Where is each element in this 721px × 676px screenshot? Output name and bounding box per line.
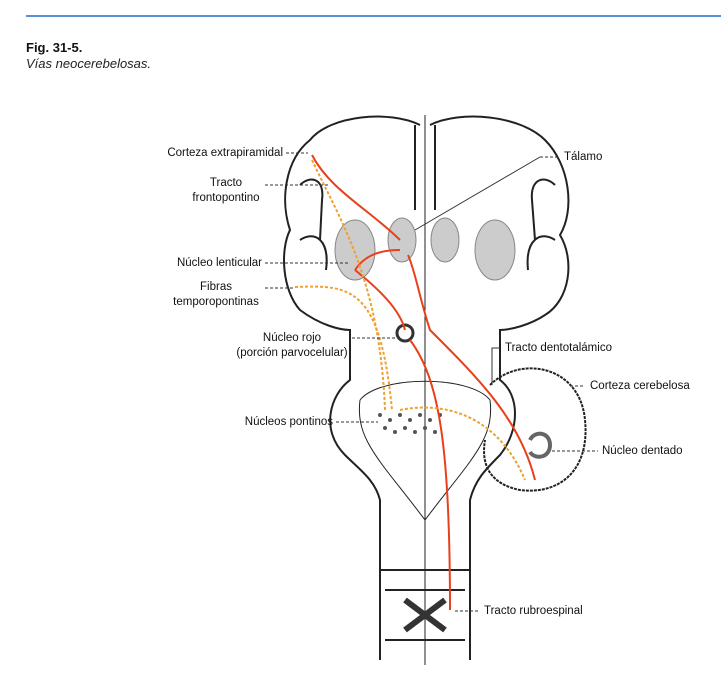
thalamus-right bbox=[430, 217, 460, 263]
gyrus-right bbox=[526, 178, 556, 271]
pathway-dentatothalamic bbox=[407, 254, 536, 481]
dentate-nucleus bbox=[528, 431, 553, 459]
pathway-thalamus-lenticular bbox=[354, 249, 406, 331]
brainstem-outline bbox=[329, 330, 516, 570]
label-corteza-cerebelosa: Corteza cerebelosa bbox=[590, 380, 690, 392]
label-tracto-dentotalamico: Tracto dentotalámico bbox=[505, 342, 612, 354]
label-corteza-extrapiramidal: Corteza extrapiramidal bbox=[167, 147, 283, 159]
header-rule bbox=[26, 15, 721, 17]
figure-number: Fig. 31-5. bbox=[26, 40, 83, 55]
label-tracto-rubroespinal: Tracto rubroespinal bbox=[484, 605, 583, 617]
gyrus-left bbox=[299, 178, 328, 271]
cross-section-butterfly bbox=[403, 597, 447, 633]
label-line: Tracto bbox=[209, 177, 243, 189]
label-line: (porción parvocelular) bbox=[236, 347, 348, 359]
lenticular-nucleus-left bbox=[334, 219, 376, 281]
label-line: temporopontinas bbox=[173, 296, 259, 308]
label-line: Núcleo rojo bbox=[262, 332, 322, 344]
label-nucleo-rojo: Núcleo rojo (porción parvocelular) bbox=[232, 331, 352, 361]
pathway-frontopontine bbox=[311, 159, 386, 411]
cerebellum bbox=[483, 367, 587, 492]
fissure bbox=[414, 125, 436, 210]
label-talamo: Tálamo bbox=[564, 151, 603, 163]
red-nucleus bbox=[395, 323, 415, 343]
thalamus-left bbox=[387, 217, 417, 263]
label-line: Fibras bbox=[200, 281, 232, 293]
cerebrum-outline bbox=[283, 115, 570, 360]
lenticular-nucleus-right bbox=[474, 219, 516, 281]
label-tracto-frontopontino: Tracto frontopontino bbox=[190, 176, 262, 206]
pathways bbox=[294, 154, 536, 611]
label-nucleo-dentado: Núcleo dentado bbox=[602, 445, 683, 457]
label-fibras-temporopontinas: Fibras temporopontinas bbox=[170, 280, 262, 310]
pathway-pons-cerebellum bbox=[399, 406, 526, 481]
label-nucleos-pontinos: Núcleos pontinos bbox=[244, 416, 333, 428]
label-nucleo-lenticular: Núcleo lenticular bbox=[176, 257, 262, 269]
pathway-rubrospinal bbox=[409, 339, 451, 611]
label-line: frontopontino bbox=[192, 192, 260, 204]
figure-caption: Vías neocerebelosas. bbox=[26, 56, 152, 71]
pathway-cortex-thalamus bbox=[311, 154, 401, 241]
